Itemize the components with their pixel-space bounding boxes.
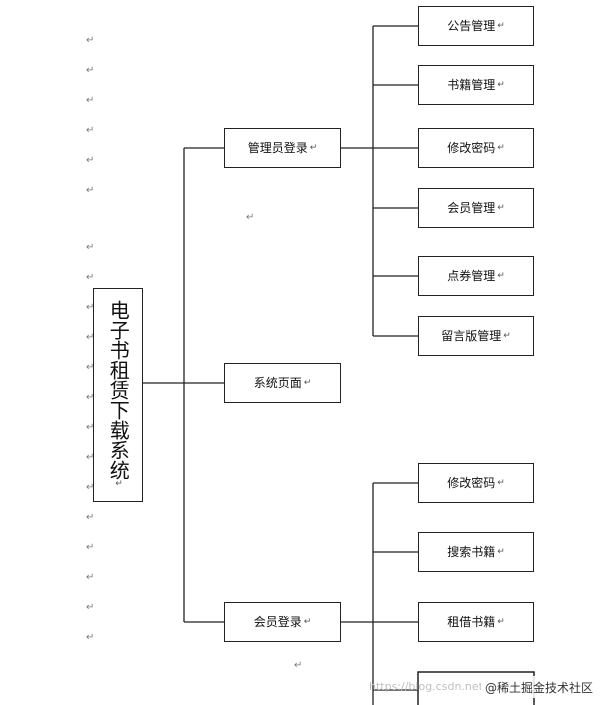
return-mark-icon: ↵ — [497, 270, 505, 281]
return-mark-icon: ↵ — [497, 202, 505, 213]
return-mark-icon: ↵ — [309, 142, 318, 153]
return-mark-icon: ↵ — [303, 616, 312, 627]
branch-node-label: 管理员登录 — [247, 141, 308, 155]
leaf-node-label: 留言版管理 — [441, 329, 502, 343]
return-mark-icon: ↵ — [115, 479, 123, 490]
return-mark-icon: ↵ — [497, 79, 505, 90]
paragraph-mark-icon: ↵ — [86, 482, 95, 493]
paragraph-mark-icon: ↵ — [86, 125, 95, 136]
return-mark-icon: ↵ — [497, 616, 505, 627]
branch-node-label: 系统页面 — [253, 376, 302, 390]
leaf-node-label: 修改密码 — [447, 141, 496, 155]
watermark-brand: @稀土掘金技术社区 — [480, 676, 597, 698]
return-mark-icon: ↵ — [303, 377, 312, 388]
paragraph-mark-icon: ↵ — [86, 272, 95, 283]
leaf-node-message-board: 留言版管理↵ — [418, 316, 534, 356]
paragraph-mark-icon: ↵ — [86, 185, 95, 196]
paragraph-mark-icon: ↵ — [86, 572, 95, 583]
paragraph-mark-icon: ↵ — [86, 452, 95, 463]
paragraph-mark-icon: ↵ — [246, 212, 255, 223]
paragraph-mark-icon: ↵ — [86, 632, 95, 643]
leaf-node-label: 点券管理 — [447, 269, 496, 283]
return-mark-icon: ↵ — [497, 20, 505, 31]
leaf-node-coupon-management: 点券管理↵ — [418, 256, 534, 296]
paragraph-mark-icon: ↵ — [294, 660, 303, 671]
root-node-label: 电子书租赁下载系统 — [106, 300, 131, 481]
leaf-node-label: 公告管理 — [447, 19, 496, 33]
leaf-node-member-management: 会员管理↵ — [418, 188, 534, 228]
branch-node-system-page: 系统页面↵ — [224, 363, 341, 403]
leaf-node-announcement: 公告管理↵ — [418, 6, 534, 46]
leaf-node-search-books: 搜索书籍↵ — [418, 532, 534, 572]
paragraph-mark-icon: ↵ — [86, 512, 95, 523]
leaf-node-change-password-admin: 修改密码↵ — [418, 128, 534, 168]
leaf-node-label: 会员管理 — [447, 201, 496, 215]
return-mark-icon: ↵ — [497, 142, 505, 153]
paragraph-mark-icon: ↵ — [86, 35, 95, 46]
paragraph-mark-icon: ↵ — [86, 602, 95, 613]
return-mark-icon: ↵ — [503, 330, 511, 341]
leaf-node-label: 修改密码 — [447, 476, 496, 490]
watermark: https://blog.csdn.net/...93928 @稀土掘金技术社区 — [369, 676, 597, 698]
leaf-node-rent-books: 租借书籍↵ — [418, 602, 534, 642]
leaf-node-book-management: 书籍管理↵ — [418, 65, 534, 105]
branch-node-admin-login: 管理员登录↵ — [224, 128, 341, 168]
return-mark-icon: ↵ — [497, 477, 505, 488]
root-node: 电子书租赁下载系统↵ — [93, 288, 143, 502]
leaf-node-label: 租借书籍 — [447, 615, 496, 629]
paragraph-mark-icon: ↵ — [86, 362, 95, 373]
return-mark-icon: ↵ — [497, 546, 505, 557]
paragraph-mark-icon: ↵ — [86, 155, 95, 166]
branch-node-member-login: 会员登录↵ — [224, 602, 341, 642]
paragraph-mark-icon: ↵ — [86, 422, 95, 433]
paragraph-mark-icon: ↵ — [86, 302, 95, 313]
branch-node-label: 会员登录 — [253, 615, 302, 629]
paragraph-mark-icon: ↵ — [86, 242, 95, 253]
paragraph-mark-icon: ↵ — [86, 542, 95, 553]
leaf-node-change-password-member: 修改密码↵ — [418, 463, 534, 503]
paragraph-mark-icon: ↵ — [86, 392, 95, 403]
paragraph-mark-icon: ↵ — [86, 95, 95, 106]
paragraph-mark-icon: ↵ — [86, 332, 95, 343]
leaf-node-label: 搜索书籍 — [447, 545, 496, 559]
paragraph-mark-icon: ↵ — [86, 65, 95, 76]
leaf-node-label: 书籍管理 — [447, 78, 496, 92]
